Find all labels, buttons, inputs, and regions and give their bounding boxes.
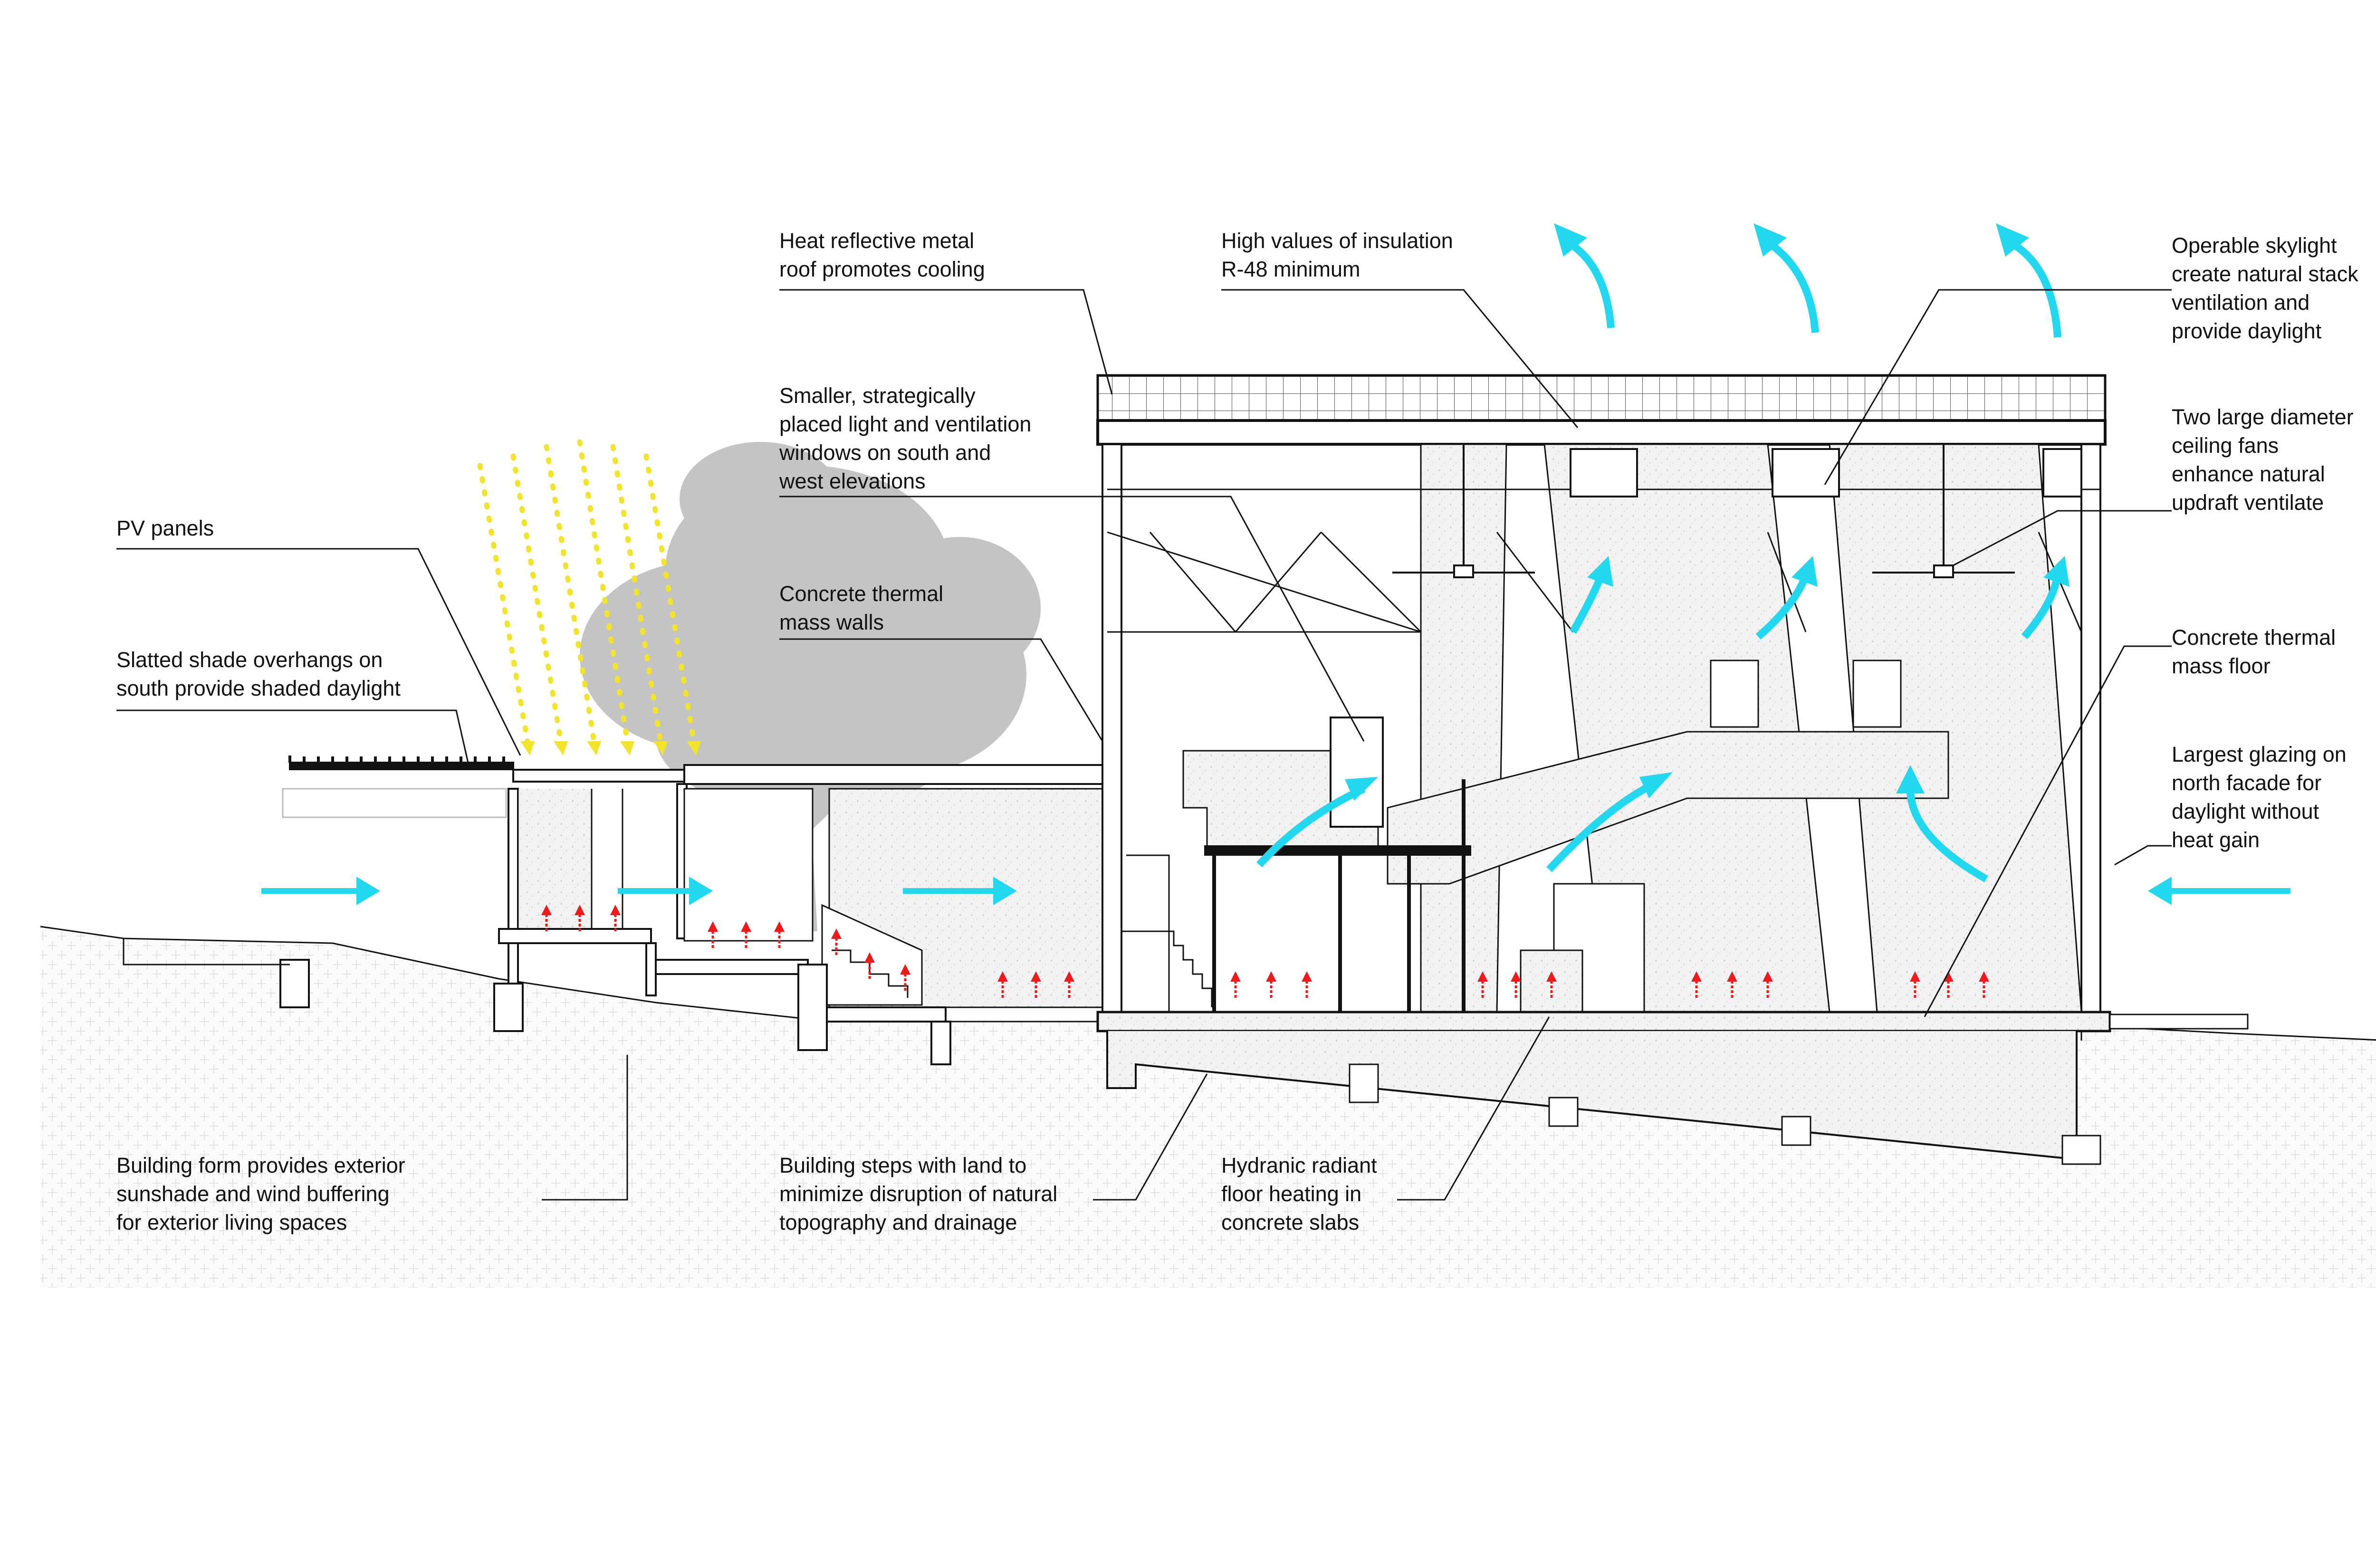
heat-arrows xyxy=(541,905,1989,998)
heat-rise-arrow-icon xyxy=(708,921,718,948)
label-insulation: High values of insulation R-48 minimum xyxy=(1221,229,1459,281)
heat-rise-arrow-icon xyxy=(997,971,1008,998)
label-skylight: Operable skylight create natural stack v… xyxy=(2172,233,2364,343)
heat-rise-arrow-icon xyxy=(1727,971,1737,998)
heat-rise-arrow-icon xyxy=(1511,971,1521,998)
main-hall xyxy=(1096,374,2249,1165)
heat-rise-arrow-icon xyxy=(1064,971,1074,998)
heat-rise-arrow-icon xyxy=(1230,971,1241,998)
heat-rise-arrow-icon xyxy=(1266,971,1276,998)
heat-rise-arrow-icon xyxy=(774,921,785,948)
ceiling-fan-icon xyxy=(1392,444,1535,578)
label-building-steps: Building steps with land to minimize dis… xyxy=(779,1153,1063,1234)
heat-rise-arrow-icon xyxy=(1477,971,1488,998)
label-pv-panels: PV panels xyxy=(116,516,214,540)
label-thermal-floor: Concrete thermal mass floor xyxy=(2172,625,2342,678)
label-ceiling-fans: Two large diameter ceiling fans enhance … xyxy=(2172,405,2359,515)
label-metal-roof: Heat reflective metal roof promotes cool… xyxy=(779,229,985,281)
label-radiant-heating: Hydranic radiant floor heating in concre… xyxy=(1221,1153,1383,1234)
heat-rise-arrow-icon xyxy=(741,921,751,948)
heat-rise-arrow-icon xyxy=(831,928,842,955)
sun-rays xyxy=(477,439,697,744)
heat-rise-arrow-icon xyxy=(1031,971,1041,998)
heat-rise-arrow-icon xyxy=(541,905,552,931)
ceiling-fan-icon xyxy=(1872,444,2015,578)
heat-rise-arrow-icon xyxy=(1910,971,1920,998)
label-slatted-shade: Slatted shade overhangs on south provide… xyxy=(116,648,401,700)
heat-rise-arrow-icon xyxy=(1691,971,1702,998)
label-smaller-windows: Smaller, strategically placed light and … xyxy=(779,383,1037,493)
label-north-glazing: Largest glazing on north facade for dayl… xyxy=(2172,742,2352,852)
heat-rise-arrow-icon xyxy=(864,952,875,979)
heat-rise-arrow-icon xyxy=(1979,971,1989,998)
annotations: PV panels Slatted shade overhangs on sou… xyxy=(116,229,2364,1234)
airflow-arrows xyxy=(261,877,2290,905)
heat-rise-arrow-icon xyxy=(1763,971,1773,998)
heat-rise-arrow-icon xyxy=(1546,971,1557,998)
heat-rise-arrow-icon xyxy=(1302,971,1312,998)
airflow-arrow-icon xyxy=(1345,223,2069,801)
heat-rise-arrow-icon xyxy=(610,905,621,931)
leader-lines xyxy=(116,289,2172,1201)
low-wing xyxy=(123,755,1103,1065)
label-building-form: Building form provides exterior sunshade… xyxy=(116,1153,411,1234)
heat-rise-arrow-icon xyxy=(900,964,910,991)
heat-rise-arrow-icon xyxy=(575,905,585,931)
sun-ray-icon xyxy=(520,741,701,755)
label-thermal-walls: Concrete thermal mass walls xyxy=(779,582,949,634)
